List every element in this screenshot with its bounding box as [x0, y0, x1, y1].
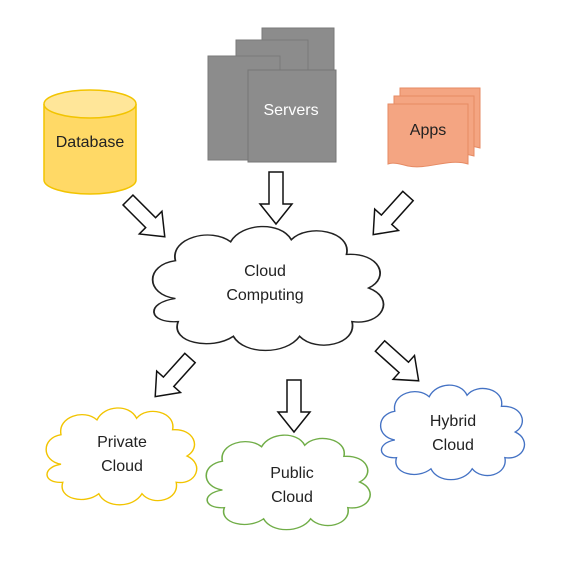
database-node: Database — [43, 89, 137, 195]
server-box-front — [247, 69, 337, 163]
private-cloud-label-line1: Private — [97, 434, 147, 451]
database-label: Database — [56, 134, 125, 151]
servers-node: Servers — [207, 27, 337, 163]
public-cloud-node: Public Cloud — [205, 434, 371, 531]
private-cloud-node: Private Cloud — [45, 407, 198, 506]
hybrid-cloud-label-line2: Cloud — [432, 437, 474, 454]
arrow-database-to-cloud — [115, 187, 177, 249]
arrow-servers-to-cloud — [259, 171, 293, 225]
public-cloud-icon — [205, 434, 371, 531]
cloud-computing-label-line2: Computing — [226, 287, 303, 304]
apps-node: Apps — [387, 87, 481, 168]
private-cloud-label-line2: Cloud — [101, 458, 143, 475]
arrow-apps-to-cloud — [360, 184, 421, 247]
hybrid-cloud-node: Hybrid Cloud — [379, 384, 526, 481]
private-cloud-icon — [45, 407, 198, 506]
hybrid-cloud-icon — [379, 384, 526, 481]
database-cylinder-body — [43, 104, 137, 195]
hybrid-cloud-label-line1: Hybrid — [430, 413, 476, 430]
arrow-cloud-to-public — [277, 379, 311, 433]
servers-label: Servers — [263, 102, 318, 119]
public-cloud-label-line2: Cloud — [271, 489, 313, 506]
arrow-cloud-to-hybrid — [368, 333, 431, 394]
cloud-computing-node: Cloud Computing — [151, 225, 385, 352]
apps-page-front — [387, 103, 469, 168]
public-cloud-label-line1: Public — [270, 465, 314, 482]
apps-label: Apps — [410, 122, 446, 139]
database-cylinder-top — [43, 89, 137, 119]
arrow-cloud-to-private — [142, 346, 203, 409]
cloud-computing-label-line1: Cloud — [244, 263, 286, 280]
